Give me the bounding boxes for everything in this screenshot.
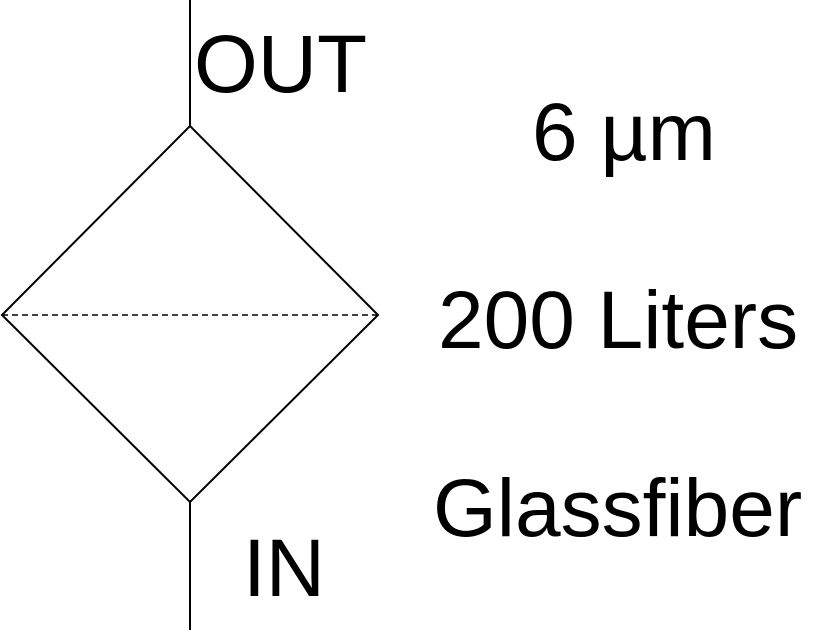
outlet-label: OUT xyxy=(194,19,368,110)
inlet-label: IN xyxy=(243,523,325,614)
material-text: Glassfiber xyxy=(433,463,803,554)
filter-housing-diamond xyxy=(0,124,380,504)
pore-size-text: 6 µm xyxy=(532,87,716,178)
capacity-text: 200 Liters xyxy=(438,275,799,366)
